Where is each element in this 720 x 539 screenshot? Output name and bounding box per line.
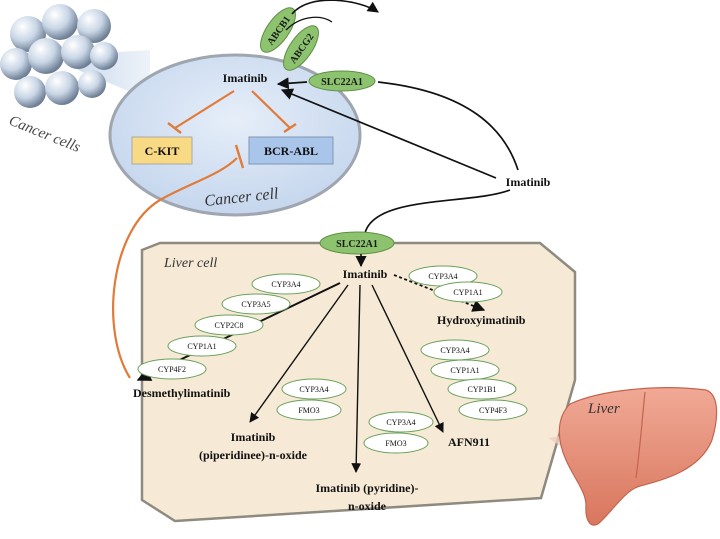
bcrabl-box: [248, 136, 334, 165]
desmethyl-inhibit-curve: [112, 157, 238, 379]
desmethyl-inhibit-bar: [234, 144, 245, 169]
enzyme-label: CYP3A4: [299, 385, 328, 394]
liver-organ-illustration: [548, 387, 718, 526]
bcrabl-label: BCR-ABL: [264, 144, 318, 158]
liver-cell-label: Liver cell: [163, 256, 217, 271]
pyridine-oxide-label-line2: n-oxide: [348, 499, 387, 513]
desmethylimatinib-label: Desmethylimatinib: [133, 386, 231, 400]
uptake-arrow-slc: [276, 77, 308, 90]
ckit-box: [131, 136, 193, 165]
enzyme-label: CYP3A4: [271, 280, 300, 289]
hydroxyimatinib-label: Hydroxyimatinib: [437, 313, 526, 327]
efflux-link: [285, 16, 333, 31]
pyridine-enzymes: CYP3A4 FMO3: [363, 411, 434, 454]
inhibit-ckit-bar: [167, 122, 182, 134]
inhibit-ckit-line: [174, 90, 235, 129]
imatinib-liver-label: Imatinib: [343, 267, 388, 281]
arrow-piperidine: [249, 284, 349, 423]
enzyme-label: CYP4F3: [479, 406, 507, 415]
hydroxy-enzymes: CYP3A4 CYP1A1: [408, 265, 503, 303]
arrow-afn911: [371, 284, 444, 433]
desmethyl-enzymes: CYP3A4 CYP3A5 CYP2C8 CYP1A1 CYP4F2: [137, 273, 321, 380]
slc22a1-cancer-label: SLC22A1: [321, 77, 363, 88]
arrow-pyridine: [351, 284, 362, 473]
liver-label: Liver: [587, 401, 620, 417]
abcg2-transporter: ABCG2: [283, 25, 319, 71]
enzyme-label: CYP2C8: [215, 321, 244, 330]
imatinib-external-label: Imatinib: [506, 175, 551, 189]
enzyme-label: CYP1A1: [453, 288, 482, 297]
piperidine-oxide-label-line1: Imatinib: [231, 430, 276, 444]
slc22a1-cancer-transporter: SLC22A1: [308, 70, 376, 92]
enzyme-label: CYP4F2: [158, 365, 186, 374]
piperidine-oxide-label-line2: (piperidinee)-n-oxide: [199, 448, 308, 462]
passive-uptake-arrow: [280, 88, 497, 179]
liver-lobe-line: [635, 391, 646, 479]
enzyme-label: CYP1A1: [187, 342, 216, 351]
liver-uptake-line: [364, 189, 511, 234]
cancer-cells-label: Cancer cells: [7, 113, 83, 156]
inhibit-bcrabl-bar: [283, 123, 297, 133]
imatinib-cancer-label: Imatinib: [223, 71, 268, 85]
inhibit-bcrabl-line: [251, 90, 291, 129]
slc22a1-liver-transporter: SLC22A1: [319, 231, 395, 255]
efflux-arrow: [291, 0, 379, 15]
enzyme-label: CYP3A4: [428, 272, 457, 281]
slc22a1-liver-label: SLC22A1: [336, 239, 378, 250]
enzyme-label: CYP3A4: [386, 418, 415, 427]
pyridine-oxide-label-line1: Imatinib (pyridine)-: [315, 481, 418, 495]
liver-shape: [558, 387, 718, 526]
uptake-line-slc: [377, 81, 519, 171]
enzyme-label: FMO3: [298, 406, 319, 415]
enzyme-label: CYP3A4: [440, 346, 469, 355]
ckit-label: C-KIT: [145, 144, 180, 158]
cancer-cell-membrane: [108, 53, 362, 217]
enzyme-label: CYP1A1: [450, 366, 479, 375]
enzyme-label: CYP1B1: [468, 385, 497, 394]
piperidine-enzymes: CYP3A4 FMO3: [276, 378, 347, 421]
zoom-beam: [72, 50, 150, 100]
afn911-label: AFN911: [448, 435, 490, 449]
cancer-cells-cluster: [0, 4, 150, 108]
enzyme-label: CYP3A5: [241, 300, 270, 309]
enzyme-label: FMO3: [385, 439, 406, 448]
afn911-enzymes: CYP3A4 CYP1A1 CYP1B1 CYP4F3: [420, 339, 528, 421]
